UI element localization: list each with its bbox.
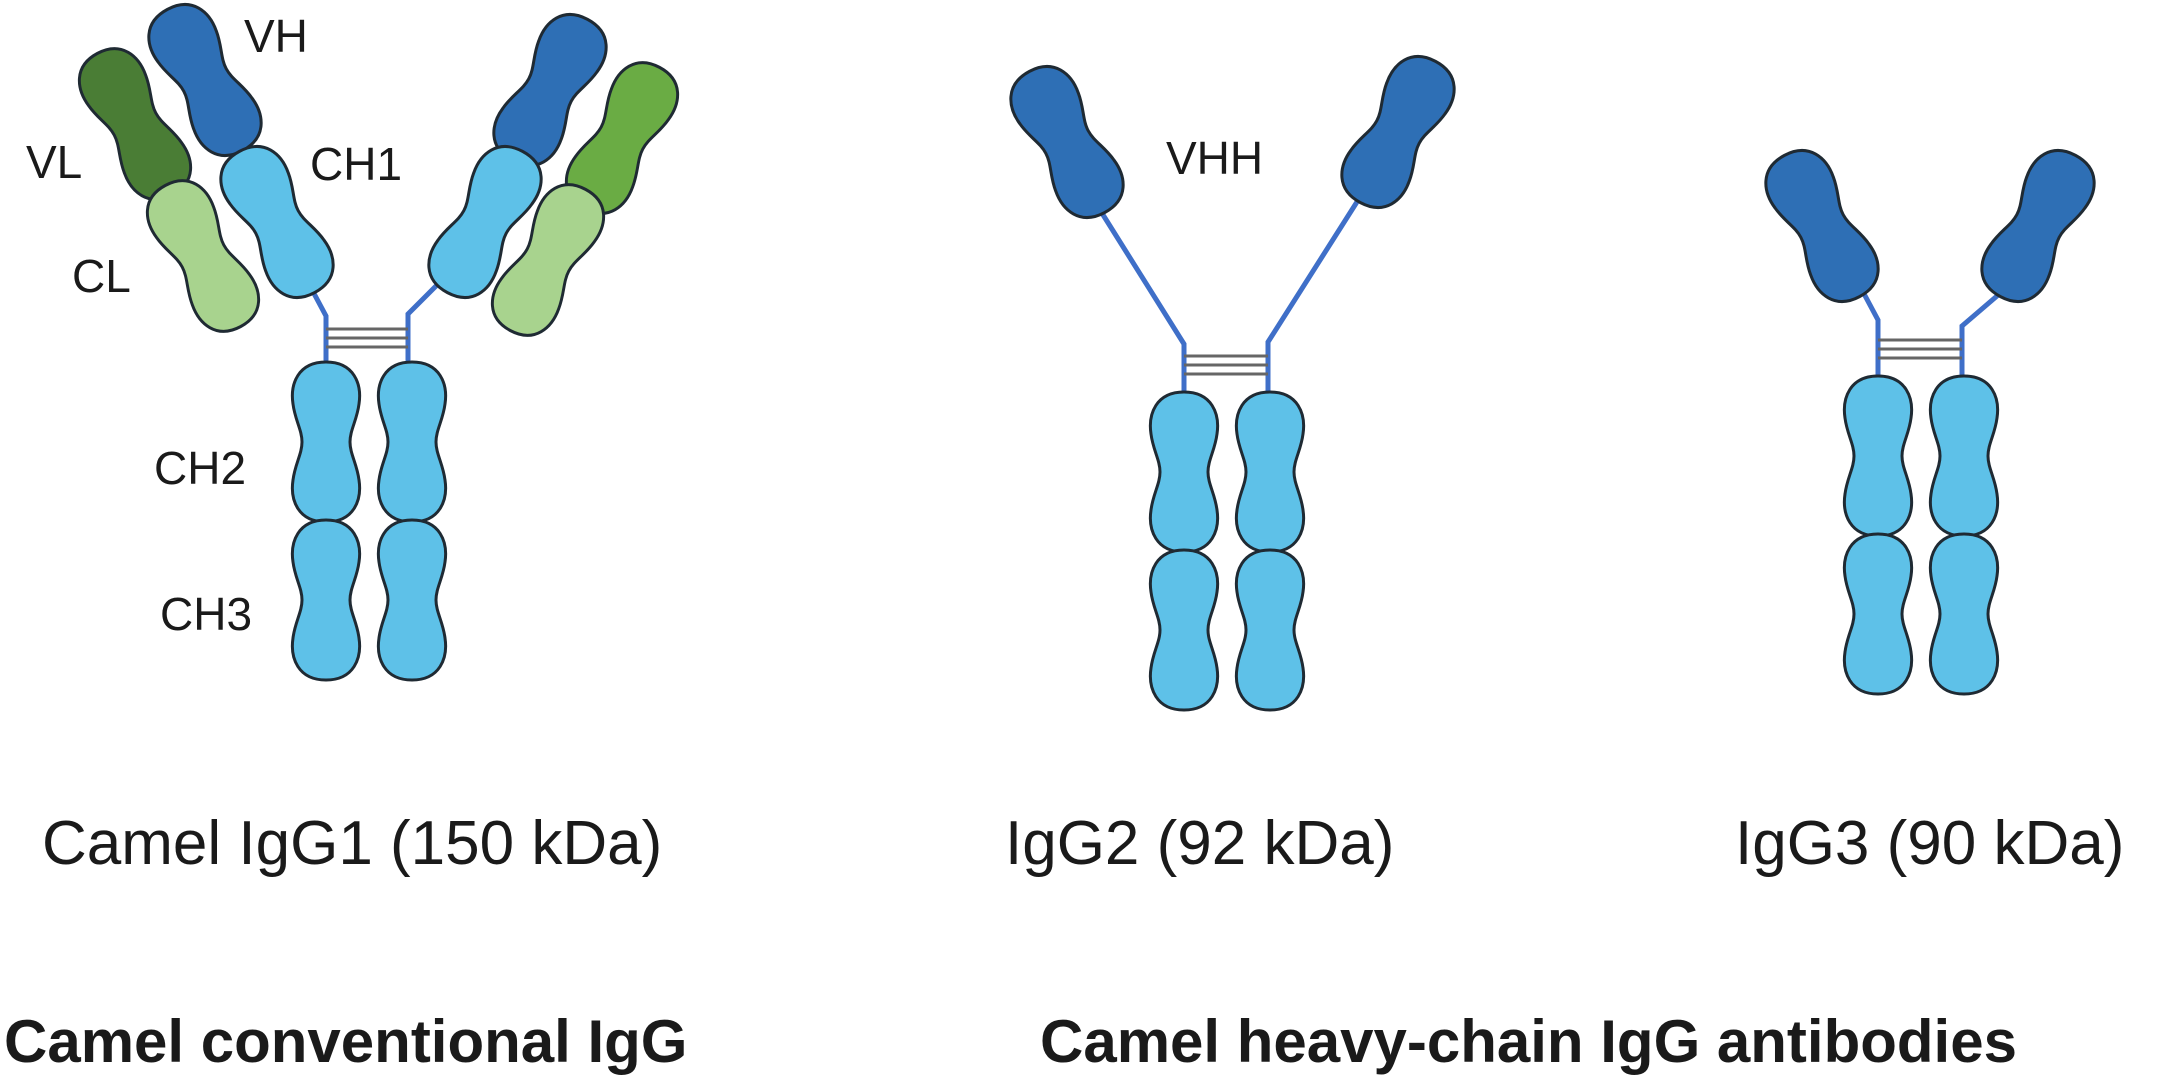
label-ch1: CH1 bbox=[310, 138, 402, 190]
igg1-hinge-right bbox=[405, 283, 439, 363]
igg2-hinge-right bbox=[1265, 191, 1365, 395]
igg2-ch2-right-domain bbox=[1234, 390, 1306, 554]
igg2-ch3-right-domain bbox=[1234, 548, 1306, 712]
igg3-hinge-left bbox=[1859, 287, 1881, 379]
igg3-vhh-right-domain bbox=[1969, 138, 2107, 314]
igg3-ch2-right-domain bbox=[1928, 374, 2000, 538]
igg1-ch3-right-domain bbox=[376, 518, 448, 682]
igg3-ch3-left-domain bbox=[1842, 532, 1914, 696]
igg3-vhh-left-domain bbox=[1753, 138, 1891, 314]
igg1-ch2-right-domain bbox=[376, 360, 448, 524]
igg2-ch3-left-domain bbox=[1148, 548, 1220, 712]
label-cl: CL bbox=[72, 250, 131, 302]
caption-igg1: Camel IgG1 (150 kDa) bbox=[42, 809, 662, 878]
igg1-hinge-left bbox=[307, 283, 329, 363]
label-vl: VL bbox=[26, 136, 82, 188]
igg3-ch2-left-domain bbox=[1842, 374, 1914, 538]
igg2-hinge-left bbox=[1097, 207, 1187, 395]
label-ch3: CH3 bbox=[160, 588, 252, 640]
caption-igg2: IgG2 (92 kDa) bbox=[1005, 809, 1394, 878]
igg1-ch2-left-domain bbox=[290, 360, 362, 524]
igg2-ch2-left-domain bbox=[1148, 390, 1220, 554]
igg3-antibody bbox=[1753, 138, 2107, 696]
label-ch2: CH2 bbox=[154, 442, 246, 494]
label-vhh: VHH bbox=[1166, 132, 1263, 184]
igg2-antibody: VHH bbox=[998, 44, 1467, 712]
heading-conventional-igg: Camel conventional IgG bbox=[4, 1008, 687, 1075]
igg2-vhh-left-domain bbox=[998, 54, 1136, 230]
heading-heavy-chain-igg: Camel heavy-chain IgG antibodies bbox=[1040, 1008, 2017, 1075]
igg2-vhh-right-domain bbox=[1329, 44, 1467, 220]
igg3-ch3-right-domain bbox=[1928, 532, 2000, 696]
label-vh: VH bbox=[244, 10, 308, 62]
igg1-ch3-left-domain bbox=[290, 518, 362, 682]
caption-igg3: IgG3 (90 kDa) bbox=[1735, 809, 2124, 878]
igg3-hinge-right bbox=[1959, 287, 2007, 379]
igg1-antibody: VH VL CH1 CL CH2 CH3 bbox=[26, 0, 691, 682]
